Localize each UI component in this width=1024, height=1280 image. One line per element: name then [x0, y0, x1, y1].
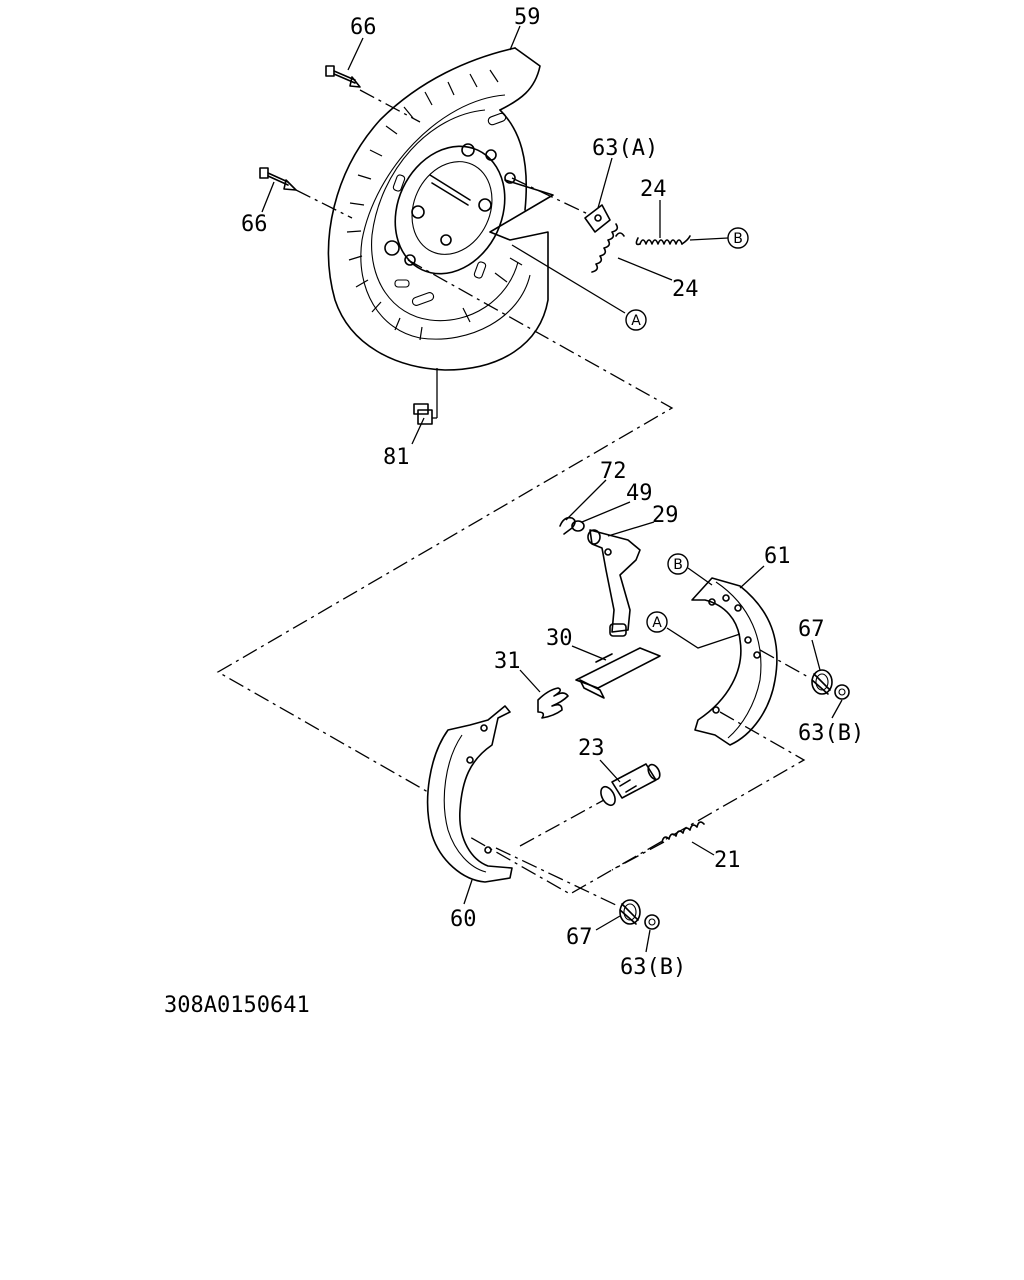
clip-72: [559, 516, 576, 535]
label-24-lower: 24: [672, 277, 699, 302]
retainer-63A: [584, 204, 611, 233]
nut-81: [413, 368, 438, 425]
label-31: 31: [494, 649, 521, 674]
ref-tag-B-lower: B: [667, 553, 713, 586]
part-labels: 59 66 66 63(A) 24 24 81 72 49 29 61 30 3…: [241, 5, 864, 980]
washer-49: [571, 520, 585, 532]
ref-tag-B-upper: B: [689, 227, 749, 249]
label-66-upper: 66: [350, 15, 377, 40]
label-66-lower: 66: [241, 212, 268, 237]
bolt-66-lower: [259, 167, 297, 191]
spring-24-upper: [635, 235, 691, 246]
pin-63B-lower: [644, 914, 660, 930]
backing-plate-59: [327, 47, 554, 371]
label-21: 21: [714, 848, 741, 873]
svg-text:A: A: [652, 615, 662, 631]
spring-24-lower: [591, 223, 625, 273]
label-72: 72: [600, 459, 627, 484]
label-81: 81: [383, 445, 410, 470]
label-59: 59: [514, 5, 541, 30]
label-61: 61: [764, 544, 791, 569]
label-23: 23: [578, 736, 605, 761]
pin-63B-right: [834, 684, 850, 700]
svg-text:B: B: [733, 231, 743, 247]
spring-31: [537, 687, 569, 719]
ref-tag-A-upper: A: [511, 244, 647, 331]
brake-shoe-61: [691, 577, 778, 746]
spring-21: [661, 821, 705, 843]
label-67-right: 67: [798, 617, 825, 642]
strut-30: [575, 647, 661, 699]
adjuster-23: [600, 763, 661, 807]
ref-tag-A-lower: A: [646, 611, 741, 649]
bolt-66-upper: [325, 65, 361, 88]
label-60: 60: [450, 907, 477, 932]
spring-cup-67-lower: [619, 899, 641, 925]
label-29: 29: [652, 503, 679, 528]
lever-29: [587, 529, 641, 637]
label-30: 30: [546, 626, 573, 651]
svg-text:B: B: [673, 557, 683, 573]
brake-shoe-60: [426, 705, 513, 883]
label-24-upper: 24: [640, 177, 667, 202]
label-63B-lower: 63(B): [620, 955, 686, 980]
label-49: 49: [626, 481, 653, 506]
backing-plate-ribs: [346, 69, 523, 341]
svg-text:A: A: [631, 313, 641, 329]
label-63A: 63(A): [592, 136, 658, 161]
label-67-lower: 67: [566, 925, 593, 950]
spring-cup-67-right: [811, 669, 833, 695]
leader-lines: [261, 25, 843, 953]
drawing-code: 308A0150641: [164, 993, 310, 1018]
label-63B-right: 63(B): [798, 721, 864, 746]
